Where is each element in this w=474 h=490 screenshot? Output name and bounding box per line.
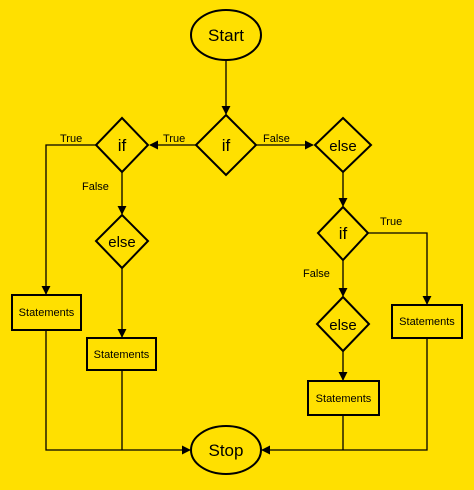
label-right-false: False xyxy=(303,268,330,280)
decision-else-bottom: else xyxy=(315,295,371,353)
edge-left-if-true-to-statements xyxy=(41,144,96,295)
svg-text:Statements: Statements xyxy=(94,349,150,361)
decision-if-top: if xyxy=(194,113,258,177)
svg-text:else: else xyxy=(108,234,136,251)
svg-text:Stop: Stop xyxy=(209,441,244,460)
decision-if-left: if xyxy=(94,116,150,174)
svg-text:Statements: Statements xyxy=(316,393,372,405)
label-top-true: True xyxy=(163,133,185,145)
label-top-false: False xyxy=(263,133,290,145)
statements-box-mid-left: Statements xyxy=(86,337,157,371)
edge-far-right-statements-to-stop xyxy=(261,338,428,455)
label-left-true: True xyxy=(60,133,82,145)
svg-text:Statements: Statements xyxy=(19,307,75,319)
statements-box-bottom-right: Statements xyxy=(307,380,380,416)
decision-if-right: if xyxy=(316,205,370,262)
label-left-false: False xyxy=(82,181,109,193)
statements-box-left: Statements xyxy=(11,294,82,331)
svg-text:if: if xyxy=(118,136,127,155)
edge-left-statements-to-stop xyxy=(45,330,191,455)
decision-else-right: else xyxy=(313,116,373,174)
decision-else-left: else xyxy=(94,213,150,270)
svg-text:Start: Start xyxy=(208,26,244,45)
edges xyxy=(41,61,432,455)
edge-labels: True False True False True False xyxy=(60,133,402,280)
edge-right-if-true-to-statements xyxy=(368,232,432,305)
svg-text:if: if xyxy=(222,136,231,155)
svg-text:if: if xyxy=(339,224,348,243)
svg-text:else: else xyxy=(329,138,357,155)
label-right-true: True xyxy=(380,216,402,228)
svg-text:Statements: Statements xyxy=(399,316,455,328)
statements-box-far-right: Statements xyxy=(391,304,463,339)
svg-text:else: else xyxy=(329,317,357,334)
stop-node: Stop xyxy=(190,425,262,475)
start-node: Start xyxy=(190,9,262,61)
